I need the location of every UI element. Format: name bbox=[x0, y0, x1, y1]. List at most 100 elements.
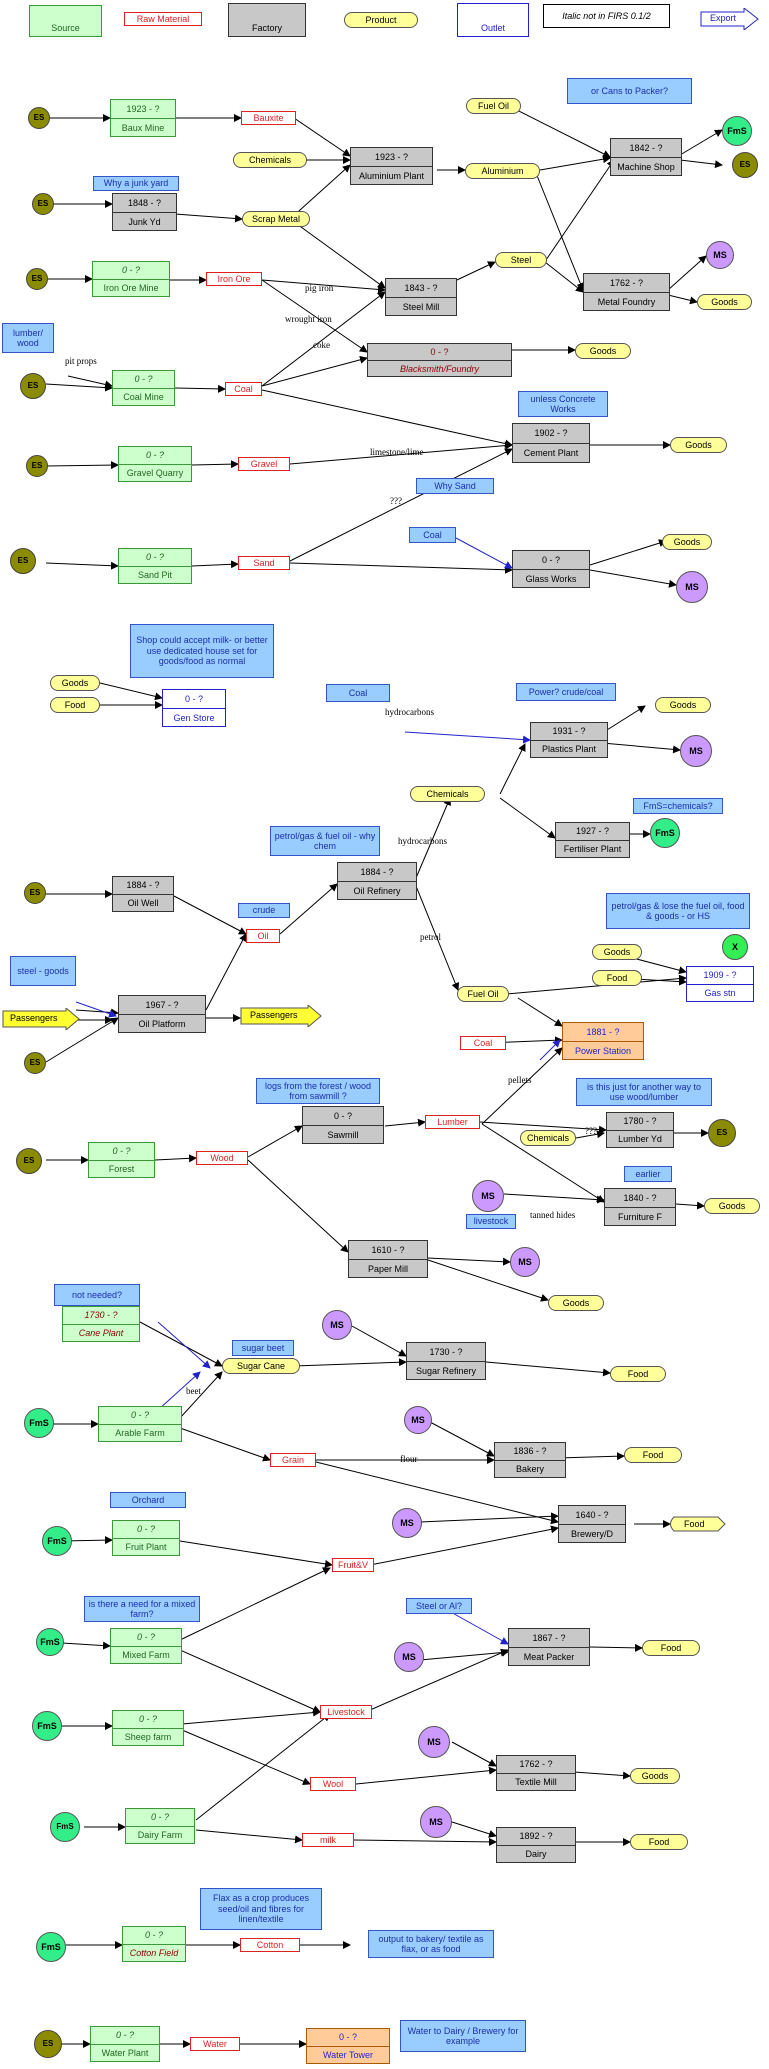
name-label: Metal Foundry bbox=[597, 296, 656, 307]
name-label: Bakery bbox=[515, 1464, 544, 1475]
name-label: Aluminium Plant bbox=[358, 170, 425, 181]
ms-node: MS bbox=[404, 1406, 432, 1434]
name-label: Forest bbox=[108, 1164, 135, 1175]
note-steel-goods: steel - goods bbox=[10, 956, 76, 986]
year-label: 0 - ? bbox=[113, 1711, 183, 1729]
factory-blacksmith: 0 - ?Blacksmith/Foundry bbox=[367, 343, 512, 377]
note-shop-milk: Shop could accept milk- or better use de… bbox=[130, 624, 274, 678]
source-cotton-field: 0 - ?Cotton Field bbox=[122, 1926, 186, 1962]
name-label: Junk Yd bbox=[128, 216, 161, 227]
note-cans-to-packer: or Cans to Packer? bbox=[567, 78, 692, 104]
product-chemicals: Chemicals bbox=[520, 1130, 576, 1146]
legend-raw-material-label: Raw Material bbox=[136, 13, 190, 24]
name-label: Fertiliser Plant bbox=[563, 844, 622, 855]
es-node: ES bbox=[34, 2030, 62, 2058]
name-label: Plastics Plant bbox=[541, 744, 597, 755]
ms-node: MS bbox=[676, 571, 708, 603]
raw-fruit: Fruit&V bbox=[332, 1558, 374, 1572]
legend-export: Export bbox=[700, 6, 760, 32]
source-sheep-farm: 0 - ?Sheep farm bbox=[112, 1710, 184, 1746]
product-goods: Goods bbox=[575, 343, 631, 359]
factory-furniture-f: 1840 - ?Furniture F bbox=[604, 1188, 676, 1226]
note-water-dairy: Water to Dairy / Brewery for example bbox=[400, 2020, 526, 2052]
raw-wood: Wood bbox=[196, 1151, 248, 1165]
label-hydrocarbons-top: hydrocarbons bbox=[385, 707, 434, 717]
factory-glass-works: 0 - ?Glass Works bbox=[512, 550, 590, 588]
year-label: 0 - ? bbox=[93, 262, 169, 280]
note-not-needed: not needed? bbox=[54, 1284, 140, 1306]
product-goods: Goods bbox=[670, 437, 727, 453]
year-label: 0 - ? bbox=[113, 371, 174, 389]
name-label: Fruit Plant bbox=[125, 1542, 167, 1553]
es-node: ES bbox=[10, 548, 36, 574]
product-aluminium: Aluminium bbox=[465, 163, 540, 179]
note-mixed-farm: is there a need for a mixed farm? bbox=[84, 1596, 200, 1622]
note-output-bakery: output to bakery/ textile as flax, or as… bbox=[368, 1930, 494, 1958]
fms-node: FmS bbox=[42, 1526, 72, 1556]
year-label: 0 - ? bbox=[99, 1407, 181, 1425]
name-label: Arable Farm bbox=[115, 1428, 165, 1439]
factory-machine-shop: 1842 - ?Machine Shop bbox=[610, 138, 682, 176]
legend-italic-note-label: Italic not in FIRS 0.1/2 bbox=[562, 10, 651, 21]
note-sugar-beet: sugar beet bbox=[232, 1340, 294, 1356]
x-node: X bbox=[722, 934, 748, 960]
passengers-label: Passengers bbox=[250, 1010, 298, 1020]
product-goods: Goods bbox=[704, 1198, 760, 1214]
legend-raw-material: Raw Material bbox=[124, 12, 202, 26]
es-node: ES bbox=[24, 1052, 46, 1074]
legend-outlet-label: Outlet bbox=[480, 22, 505, 33]
note-petrol-lose: petrol/gas & lose the fuel oil, food & g… bbox=[606, 893, 750, 929]
year-label: 1842 - ? bbox=[611, 139, 681, 158]
year-label: 0 - ? bbox=[368, 344, 511, 361]
product-food: Food bbox=[610, 1366, 666, 1382]
ms-node: MS bbox=[420, 1806, 452, 1838]
year-label: 0 - ? bbox=[163, 690, 225, 709]
label-pellets: pellets bbox=[508, 1075, 532, 1085]
product-goods: Goods bbox=[548, 1295, 604, 1311]
name-label: Water Tower bbox=[322, 2050, 373, 2061]
product-goods: Goods bbox=[655, 697, 711, 713]
year-label: 1967 - ? bbox=[119, 996, 205, 1015]
product-goods: Goods bbox=[662, 534, 712, 550]
note-power-crude: Power? crude/coal bbox=[516, 683, 616, 701]
note-another-way: is this just for another way to use wood… bbox=[576, 1078, 712, 1106]
source-fruit-plant: 0 - ?Fruit Plant bbox=[112, 1520, 180, 1556]
note-junk-yard: Why a junk yard bbox=[93, 176, 179, 191]
product-food: Food bbox=[624, 1447, 682, 1463]
name-label: Water Plant bbox=[101, 2048, 149, 2059]
year-label: 0 - ? bbox=[91, 2027, 159, 2045]
raw-gravel: Gravel bbox=[238, 457, 290, 471]
raw-coal: Coal bbox=[460, 1036, 506, 1050]
name-label: Steel Mill bbox=[402, 301, 440, 312]
raw-milk: milk bbox=[302, 1833, 354, 1847]
year-label: 0 - ? bbox=[119, 549, 191, 567]
name-label: Cement Plant bbox=[523, 448, 579, 459]
product-food: Food bbox=[50, 697, 100, 713]
passengers-in: Passengers bbox=[2, 1006, 80, 1032]
year-label: 1610 - ? bbox=[349, 1241, 427, 1260]
product-chemicals: Chemicals bbox=[233, 152, 307, 168]
factory-cement-plant: 1902 - ?Cement Plant bbox=[512, 423, 590, 463]
label-tanned-hides: tanned hides bbox=[530, 1210, 576, 1220]
raw-bauxite: Bauxite bbox=[241, 111, 296, 125]
es-node: ES bbox=[16, 1148, 42, 1174]
name-label: Sand Pit bbox=[137, 570, 173, 581]
year-label: 1884 - ? bbox=[338, 863, 416, 882]
product-goods: Goods bbox=[50, 675, 100, 691]
raw-lumber: Lumber bbox=[425, 1115, 480, 1129]
year-label: 1836 - ? bbox=[495, 1443, 565, 1461]
note-livestock: livestock bbox=[466, 1214, 516, 1229]
name-label: Furniture F bbox=[617, 1211, 662, 1222]
fms-node: FmS bbox=[36, 1932, 66, 1962]
note-coal-plastics: Coal bbox=[326, 684, 390, 702]
ms-node: MS bbox=[394, 1642, 424, 1672]
product-goods: Goods bbox=[592, 944, 642, 960]
outlet-power-station: 1881 - ?Power Station bbox=[562, 1022, 644, 1060]
year-label: 1923 - ? bbox=[111, 100, 175, 119]
product-fuel-oil: Fuel Oil bbox=[457, 986, 509, 1002]
source-sand-pit: 0 - ? Sand Pit bbox=[118, 548, 192, 584]
source-coal-mine: 0 - ?Coal Mine bbox=[112, 370, 175, 406]
note-why-sand: Why Sand bbox=[416, 478, 494, 494]
source-iron-ore-mine: 0 - ?Iron Ore Mine bbox=[92, 261, 170, 297]
